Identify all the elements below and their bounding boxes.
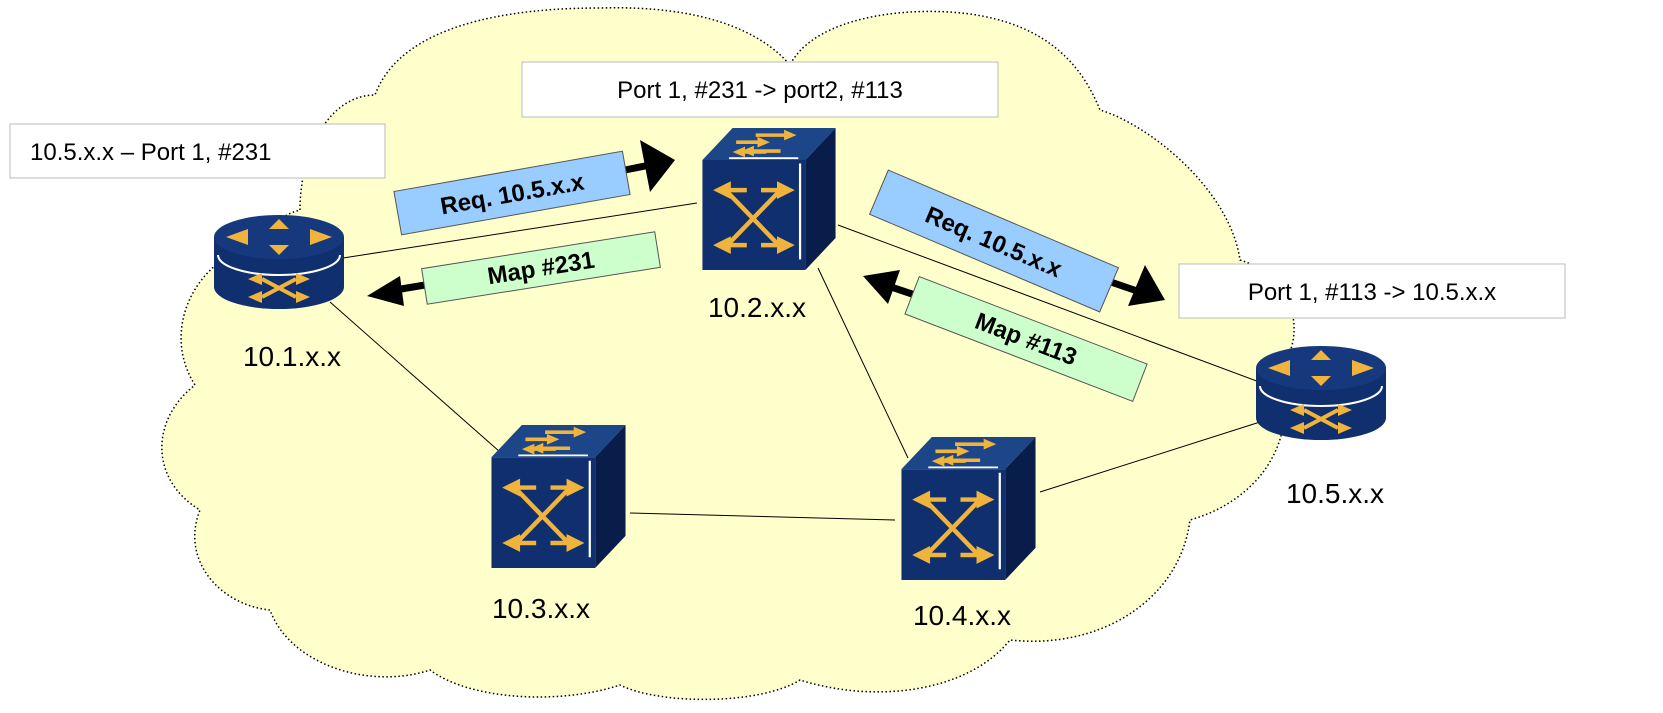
table-text-r1: 10.5.x.x – Port 1, #231 <box>30 139 272 166</box>
node-label-r1: 10.1.x.x <box>243 341 341 372</box>
link-s4-r5 <box>1039 421 1261 493</box>
request-message-left: Req. 10.5.x.x <box>393 140 675 236</box>
link-s2-s4 <box>817 267 909 459</box>
table-box-r5: Port 1, #113 -> 10.5.x.x <box>1178 263 1566 319</box>
network-links <box>329 202 1263 521</box>
table-box-r1: 10.5.x.x – Port 1, #231 <box>9 123 386 179</box>
switch-icon <box>901 437 1035 580</box>
node-label-s3: 10.3.x.x <box>492 593 590 624</box>
node-label-s2: 10.2.x.x <box>708 292 806 323</box>
node-label-r5: 10.5.x.x <box>1286 478 1384 509</box>
table-box-s2: Port 1, #231 -> port2, #113 <box>521 61 999 118</box>
switch-icon <box>702 128 835 270</box>
table-text-r5: Port 1, #113 -> 10.5.x.x <box>1248 279 1496 306</box>
node-label-s4: 10.4.x.x <box>913 600 1011 631</box>
link-s2-r5 <box>837 224 1263 384</box>
switch-icon <box>491 425 625 568</box>
table-text-s2: Port 1, #231 -> port2, #113 <box>617 77 903 104</box>
link-s3-s4 <box>629 512 896 521</box>
link-r1-s3 <box>329 301 501 453</box>
router-icon <box>214 215 344 311</box>
router-icon <box>1256 346 1386 442</box>
link-r1-s2 <box>342 202 698 259</box>
